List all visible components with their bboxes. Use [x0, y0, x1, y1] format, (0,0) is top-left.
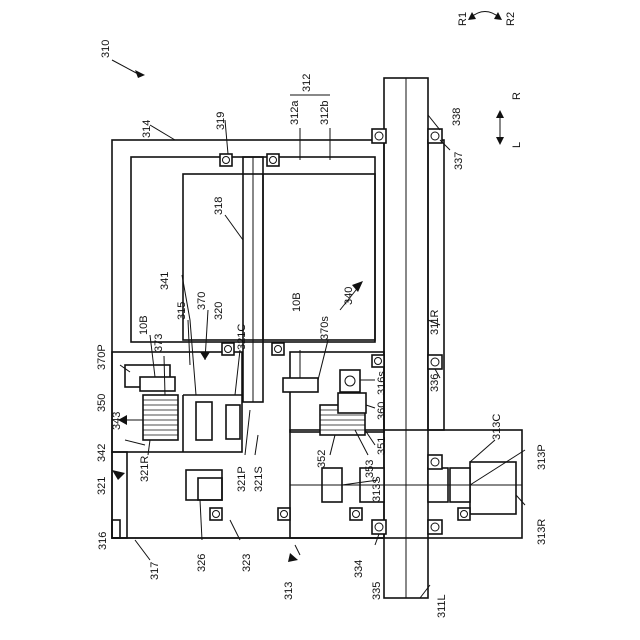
direction-L: L: [511, 142, 523, 148]
label-311R: 311R: [429, 309, 441, 335]
label-350: 350: [96, 394, 108, 412]
label-313P: 313P: [536, 444, 548, 470]
label-313C: 313C: [491, 414, 503, 440]
label-370: 370: [196, 292, 208, 310]
label-342: 342: [96, 444, 108, 462]
part-326: [186, 470, 222, 500]
label-334: 334: [353, 560, 365, 578]
label-321C: 321C: [236, 324, 248, 350]
clutch-343: [143, 395, 178, 440]
label-335: 335: [371, 582, 383, 600]
label-319: 319: [215, 112, 227, 130]
label-370P: 370P: [96, 344, 108, 370]
label-312a: 312a: [289, 100, 301, 125]
label-353: 353: [364, 460, 376, 478]
label-360: 360: [376, 402, 388, 420]
label-351: 351: [376, 437, 388, 455]
labels: 310 312 312a 312b 314 319 318 338 337 34…: [96, 12, 548, 618]
label-317: 317: [149, 562, 161, 580]
label-312b: 312b: [319, 101, 331, 125]
label-313: 313: [283, 582, 295, 600]
label-313S: 313S: [371, 476, 383, 502]
label-326: 326: [196, 554, 208, 572]
label-312: 312: [301, 74, 313, 92]
label-341: 341: [159, 272, 171, 290]
label-337: 337: [453, 152, 465, 170]
planet-321P: [196, 402, 212, 440]
label-373: 373: [153, 334, 165, 352]
sun-321S: [226, 405, 240, 439]
label-321P: 321P: [236, 466, 248, 492]
drawing-structure: [112, 12, 525, 599]
label-310: 310: [100, 40, 112, 58]
label-321R: 321R: [139, 456, 151, 482]
label-316s: 316s: [376, 371, 388, 395]
label-323: 323: [241, 554, 253, 572]
actuator-360: [338, 393, 366, 413]
label-336: 336: [429, 374, 441, 392]
label-321S: 321S: [253, 466, 265, 492]
stator-312: [183, 174, 375, 340]
label-321: 321: [96, 477, 108, 495]
label-10B-right: 10B: [291, 292, 303, 312]
part-10B-left: [140, 377, 175, 391]
label-311L: 311L: [436, 594, 448, 618]
label-313R: 313R: [536, 519, 548, 545]
label-338: 338: [451, 108, 463, 126]
label-316: 316: [97, 532, 109, 550]
part-10B-right: [283, 378, 318, 392]
label-315: 315: [176, 302, 188, 320]
direction-R: R: [511, 92, 523, 100]
label-314: 314: [141, 120, 153, 138]
label-340: 340: [343, 287, 355, 305]
direction-R1: R1: [457, 12, 469, 26]
label-10B-left: 10B: [138, 315, 150, 335]
label-320: 320: [213, 302, 225, 320]
direction-R2: R2: [505, 12, 517, 26]
label-352: 352: [316, 450, 328, 468]
label-370s: 370s: [319, 316, 331, 340]
part-316s: [340, 370, 360, 392]
label-318: 318: [213, 197, 225, 215]
label-343: 343: [111, 412, 123, 430]
